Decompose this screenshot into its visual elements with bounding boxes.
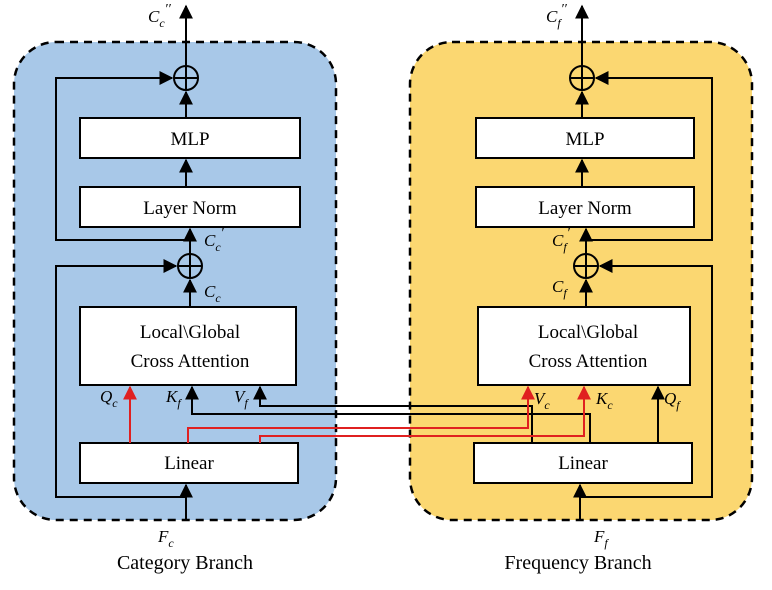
right-branch-caption: Frequency Branch [504,552,651,574]
left-output-symbol: Cc′′ [148,2,172,30]
left-attention-line1: Local\Global [140,322,240,343]
cross-kc-line [259,385,591,443]
right-output-symbol: Cf′′ [546,2,568,30]
left-attention-line2: Cross Attention [131,351,250,372]
left-mlp-label: MLP [170,129,209,150]
left-branch-caption: Category Branch [117,552,253,574]
left-add-top-icon [173,65,199,91]
right-layernorm-label: Layer Norm [538,198,632,219]
left-linear-label: Linear [164,453,214,474]
right-attention-line1: Local\Global [538,322,638,343]
right-attention-line2: Cross Attention [529,351,648,372]
right-mid-symbol: Cf′ [552,226,571,254]
right-add-bottom-icon [573,253,599,279]
left-mlp-box [79,117,301,159]
left-input-symbol: Fc [157,527,174,550]
right-residual-top [586,71,713,241]
right-linear-box [473,442,693,484]
right-input-symbol: Ff [593,527,609,550]
left-layernorm-box [79,186,301,228]
right-mlp-label: MLP [565,129,604,150]
left-residual-top [55,71,190,241]
right-mlp-box [475,117,695,159]
left-attention-box [79,306,297,386]
right-linear-label: Linear [558,453,608,474]
right-attention-box [477,306,691,386]
right-residual-bottom [580,259,713,498]
left-linear-box [79,442,299,484]
cross-k-line [185,385,591,443]
right-layernorm-box [475,186,695,228]
right-add-top-icon [569,65,595,91]
cross-vc-line [187,385,535,443]
cross-v-line [253,385,533,443]
left-residual-bottom [55,259,186,498]
left-layernorm-label: Layer Norm [143,198,237,219]
category-branch-panel [12,40,338,522]
left-add-bottom-icon [177,253,203,279]
